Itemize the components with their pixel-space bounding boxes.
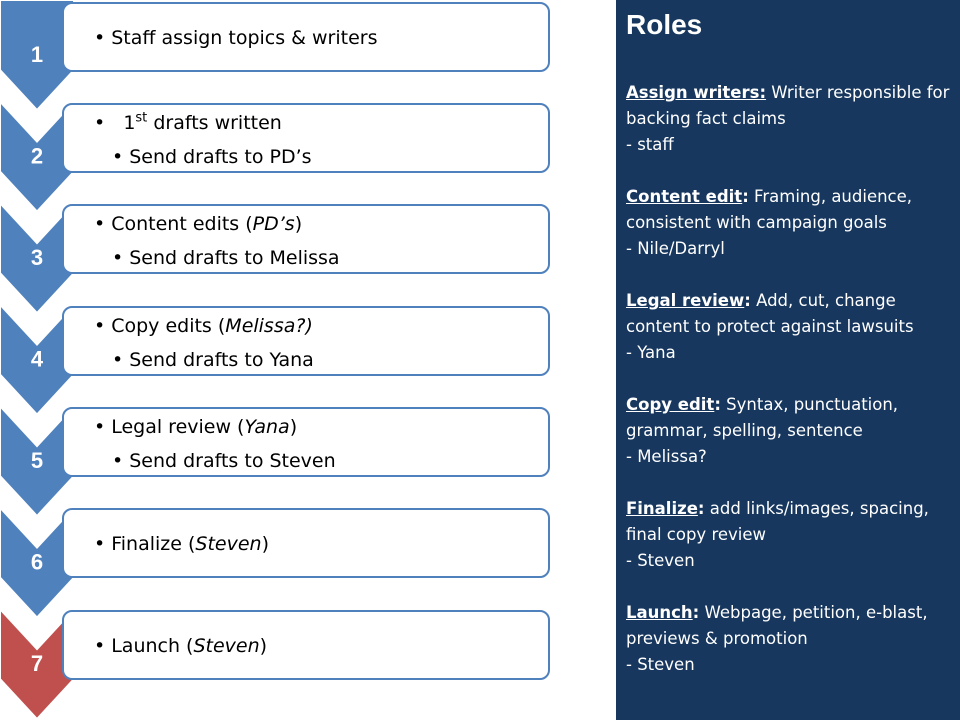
role-who: - staff (626, 135, 674, 154)
step-1-number: 1 (31, 42, 43, 67)
role-name: Finalize (626, 499, 698, 518)
roles-title: Roles (626, 9, 703, 40)
role-assign-writers: Assign writers: Writer responsible for b… (626, 80, 950, 158)
role-who: - Steven (626, 655, 695, 674)
role-name: Legal review (626, 291, 745, 310)
role-who: - Melissa? (626, 447, 707, 466)
step-3-line-2: •Send drafts to Melissa (112, 247, 340, 269)
step-2-line-2: •Send drafts to PD’s (112, 146, 312, 168)
role-desc: Add, cut, change content to protect agai… (626, 291, 914, 336)
step-1-box: •Staff assign topics & writers (62, 2, 550, 72)
role-desc: add links/images, spacing, final copy re… (626, 499, 929, 544)
step-7-box: •Launch (Steven) (62, 610, 550, 680)
step-3-line-1: •Content edits (PD’s) (94, 213, 303, 235)
role-launch: Launch: Webpage, petition, e-blast, prev… (626, 600, 950, 678)
roles-panel: Roles Assign writers: Writer responsible… (616, 0, 960, 720)
role-who: - Steven (626, 551, 695, 570)
role-desc: Writer responsible for backing fact clai… (626, 83, 950, 128)
step-1-line-1: •Staff assign topics & writers (94, 27, 378, 49)
step-2-line-1: • 1st drafts written (94, 110, 282, 134)
step-6-box: •Finalize (Steven) (62, 508, 550, 578)
role-legal-review: Legal review: Add, cut, change content t… (626, 288, 950, 366)
role-desc: Syntax, punctuation, grammar, spelling, … (626, 395, 899, 440)
step-1-chevron (0, 0, 75, 112)
role-name: Launch (626, 603, 693, 622)
role-name: Content edit (626, 187, 743, 206)
step-3-box: •Content edits (PD’s) •Send drafts to Me… (62, 204, 550, 274)
step-5-line-2: •Send drafts to Steven (112, 450, 336, 472)
role-who: - Nile/Darryl (626, 239, 725, 258)
step-2-number: 2 (31, 144, 43, 169)
step-5-box: •Legal review (Yana) •Send drafts to Ste… (62, 407, 550, 477)
step-7-line-1: •Launch (Steven) (94, 635, 268, 657)
step-4-line-1: •Copy edits (Melissa?) (94, 315, 313, 337)
role-desc: Webpage, petition, e-blast, previews & p… (626, 603, 928, 648)
role-content-edit: Content edit: Framing, audience, consist… (626, 184, 950, 262)
step-4-box: •Copy edits (Melissa?) •Send drafts to Y… (62, 306, 550, 376)
role-who: - Yana (626, 343, 676, 362)
step-5-line-1: •Legal review (Yana) (94, 416, 298, 438)
role-name: Copy edit (626, 395, 715, 414)
step-2-box: • 1st drafts written •Send drafts to PD’… (62, 103, 550, 173)
step-7-number: 7 (31, 651, 43, 676)
role-desc: Framing, audience, consistent with campa… (626, 187, 913, 232)
step-6-number: 6 (31, 550, 43, 575)
step-4-line-2: •Send drafts to Yana (112, 349, 314, 371)
step-4-number: 4 (31, 347, 44, 372)
role-copy-edit: Copy edit: Syntax, punctuation, grammar,… (626, 392, 950, 470)
role-finalize: Finalize: add links/images, spacing, fin… (626, 496, 950, 574)
step-3-number: 3 (31, 245, 43, 270)
role-name: Assign writers: (626, 83, 767, 102)
step-6-line-1: •Finalize (Steven) (94, 533, 270, 555)
step-5-number: 5 (31, 448, 43, 473)
